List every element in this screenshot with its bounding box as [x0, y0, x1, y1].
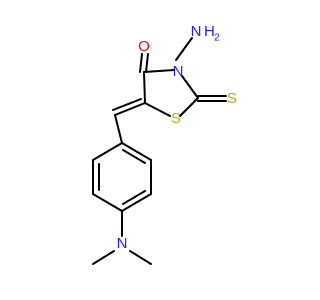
ring-sulfur-label: S	[171, 110, 181, 127]
benzene-bond-top-left	[92, 142, 123, 161]
chemical-structure-diagram: N H 2 N O S S N	[92, 23, 237, 265]
bond-c2-to-ring-s	[179, 97, 199, 117]
benzene-inner-double-2	[122, 190, 146, 205]
bond-carbonyl-c-o-1	[139, 53, 143, 73]
bond-n-methyl-left	[92, 250, 115, 265]
bond-carbonyl-c-to-ring-n	[143, 69, 175, 73]
benzene-bond-top-right	[121, 142, 152, 161]
carbonyl-oxygen-label: O	[138, 38, 150, 55]
amino-hydrogen-label: H	[204, 23, 215, 40]
bond-methine-to-benzene	[114, 114, 123, 144]
bond-exocyclic-c-c-1	[114, 102, 146, 116]
benzene-bond-bottom-left	[92, 193, 123, 212]
amino-nitrogen-label: N	[191, 23, 202, 40]
bond-ring-n-to-amino-n	[175, 37, 193, 61]
bond-c5-to-carbonyl-c	[143, 71, 146, 104]
thione-sulfur-label: S	[227, 90, 237, 107]
bond-ring-s-to-c5	[144, 102, 171, 117]
benzene-bond-bottom-right	[121, 193, 152, 212]
bond-n-methyl-right	[129, 250, 152, 265]
bond-ring-n-to-c2	[181, 75, 199, 99]
bond-exocyclic-c-c-2	[112, 98, 142, 111]
benzene-inner-double-1	[122, 149, 146, 164]
bond-carbonyl-c-o-2	[145, 53, 149, 73]
dimethylamino-nitrogen-label: N	[117, 235, 128, 252]
amino-hydrogen-count: 2	[214, 33, 220, 44]
ring-nitrogen-label: N	[173, 63, 184, 80]
